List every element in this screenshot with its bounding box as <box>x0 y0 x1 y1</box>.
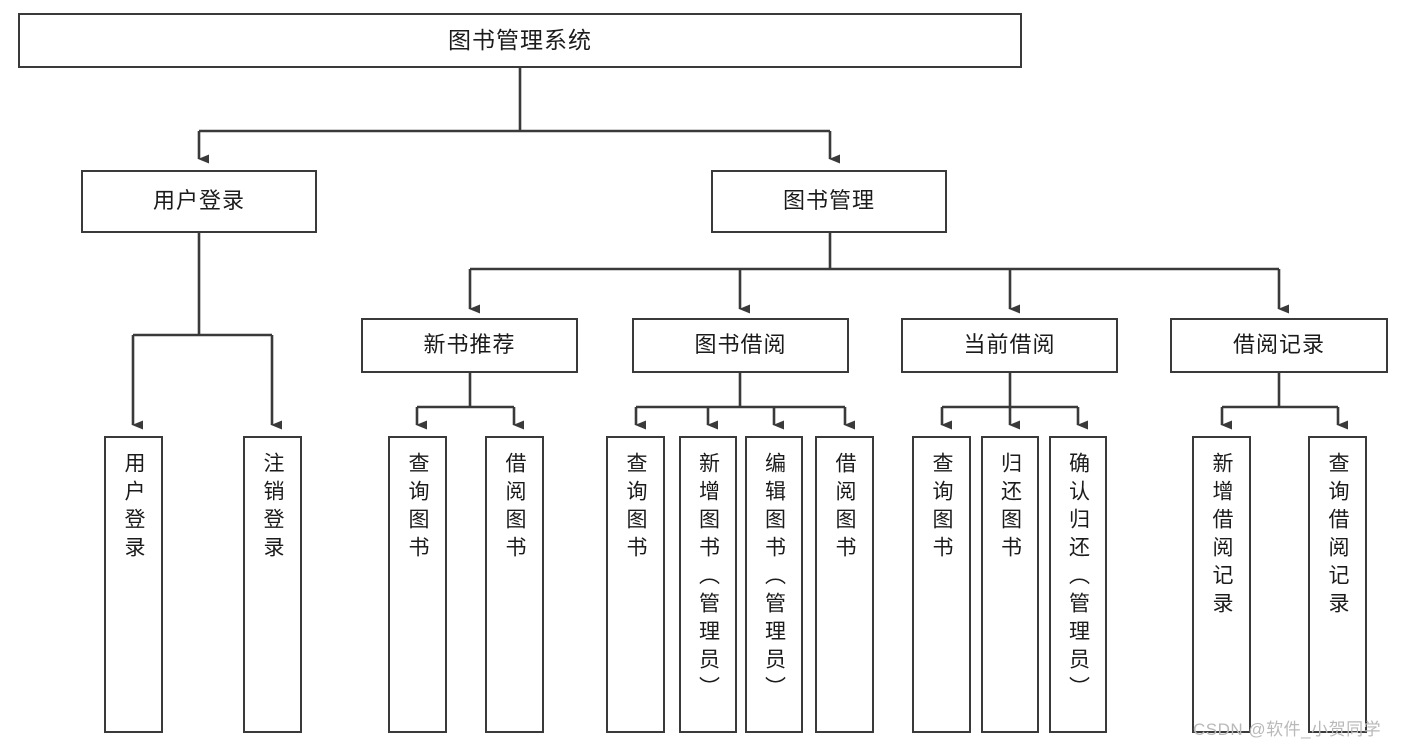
node-label: 查询图书 <box>930 452 953 564</box>
leaf-current-confirm-return-admin[interactable]: 确认归还（管理员） <box>1049 436 1107 733</box>
leaf-borrow-borrow-book[interactable]: 借阅图书 <box>815 436 874 733</box>
node-label: 图书管理 <box>782 188 875 214</box>
node-label: 借阅图书 <box>503 452 526 564</box>
leaf-user-login-logout[interactable]: 注销登录 <box>243 436 302 733</box>
leaf-borrow-query-book[interactable]: 查询图书 <box>606 436 665 733</box>
leaf-user-login-login[interactable]: 用户登录 <box>104 436 163 733</box>
node-label: 当前借阅 <box>963 332 1056 358</box>
leaf-current-query-book[interactable]: 查询图书 <box>912 436 971 733</box>
node-book-borrowing[interactable]: 图书借阅 <box>632 318 849 373</box>
node-label: 确认归还（管理员） <box>1066 452 1090 704</box>
node-current-borrowing[interactable]: 当前借阅 <box>901 318 1118 373</box>
leaf-record-query-record[interactable]: 查询借阅记录 <box>1308 436 1367 733</box>
node-user-login[interactable]: 用户登录 <box>81 170 317 233</box>
node-label: 新增图书（管理员） <box>696 452 720 704</box>
node-label: 用户登录 <box>122 452 145 564</box>
node-new-book-recommendation[interactable]: 新书推荐 <box>361 318 578 373</box>
csdn-watermark: CSDN @软件_小贺同学 <box>1193 720 1382 739</box>
leaf-borrow-edit-book-admin[interactable]: 编辑图书（管理员） <box>745 436 803 733</box>
node-label: 图书借阅 <box>694 332 787 358</box>
node-label: 借阅图书 <box>833 452 856 564</box>
node-book-management-system[interactable]: 图书管理系统 <box>18 13 1022 68</box>
node-label: 用户登录 <box>152 188 245 214</box>
node-label: 归还图书 <box>998 452 1022 564</box>
node-label: 注销登录 <box>261 452 284 564</box>
leaf-new-book-query[interactable]: 查询图书 <box>388 436 447 733</box>
node-label: 查询借阅记录 <box>1326 452 1349 620</box>
node-label: 编辑图书（管理员） <box>762 452 786 704</box>
node-label: 查询图书 <box>624 452 647 564</box>
node-borrowing-record[interactable]: 借阅记录 <box>1170 318 1388 373</box>
node-label: 新增借阅记录 <box>1210 452 1233 620</box>
leaf-record-add-record[interactable]: 新增借阅记录 <box>1192 436 1251 733</box>
node-book-management[interactable]: 图书管理 <box>711 170 947 233</box>
leaf-borrow-add-book-admin[interactable]: 新增图书（管理员） <box>679 436 737 733</box>
node-label: 查询图书 <box>406 452 429 564</box>
leaf-new-book-borrow[interactable]: 借阅图书 <box>485 436 544 733</box>
leaf-current-return-book[interactable]: 归还图书 <box>981 436 1039 733</box>
node-label: 图书管理系统 <box>448 26 592 53</box>
node-label: 新书推荐 <box>423 332 516 358</box>
node-label: 借阅记录 <box>1232 332 1325 358</box>
